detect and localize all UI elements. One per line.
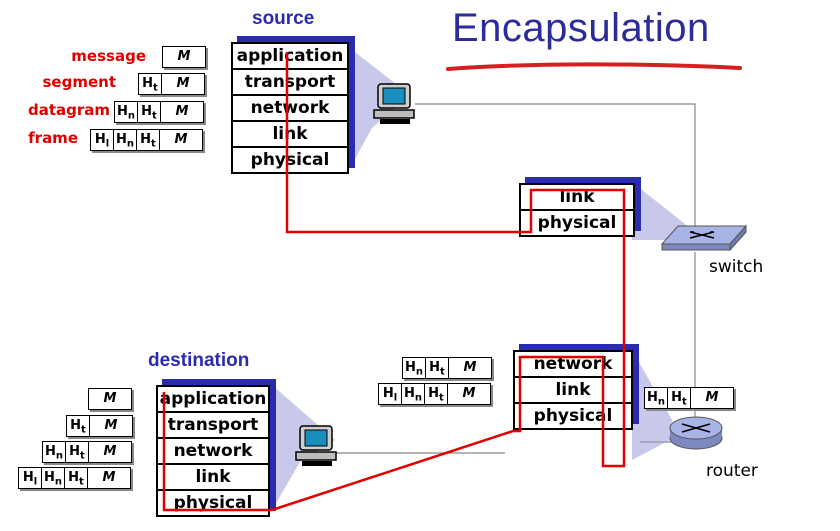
message-cell: M [104, 418, 118, 433]
switch-protocol-stack: link physical [519, 183, 635, 237]
source-layer-physical: physical [250, 150, 330, 170]
network-header-cell: Hn [645, 388, 668, 408]
network-header-cell: Hn [42, 468, 65, 488]
transport-header-cell: Ht [66, 442, 89, 462]
router-protocol-stack: network link physical [513, 350, 633, 430]
transport-header-cell: Ht [668, 388, 691, 408]
source-packet-datagram: Hn Ht M [114, 101, 204, 123]
transport-header-cell: Ht [425, 384, 448, 404]
destination-layer-link: link [158, 465, 268, 491]
source-layer-application: application [233, 44, 347, 70]
transport-header-cell: Ht [67, 416, 90, 436]
network-header-cell: Hn [115, 102, 138, 122]
destination-packet-segment: Ht M [66, 415, 133, 437]
router-label: router [706, 461, 758, 481]
transport-header-cell: Ht [137, 130, 160, 150]
link-header-cell: Hl [91, 130, 114, 150]
message-cell: M [463, 360, 477, 375]
message-cell: M [103, 391, 117, 406]
destination-layer-physical: physical [173, 493, 253, 513]
message-cell: M [174, 132, 188, 147]
transport-header-cell: Ht [65, 468, 88, 488]
segment-label: segment [42, 73, 117, 91]
destination-packet-message: M [88, 388, 132, 410]
message-cell: M [177, 49, 191, 64]
destination-layer-transport: transport [158, 413, 268, 439]
destination-packet-datagram: Hn Ht M [42, 441, 132, 463]
destination-packet-frame: Hl Hn Ht M [18, 467, 131, 489]
source-packet-frame: Hl Hn Ht M [90, 129, 203, 151]
source-computer-icon [373, 83, 415, 124]
router-packet-datagram: Hn Ht M [402, 357, 492, 379]
frame-label: frame [28, 129, 78, 147]
source-label: source [252, 8, 315, 29]
message-cell: M [462, 386, 476, 401]
router-packet-frame: Hl Hn Ht M [378, 383, 491, 405]
source-packet-segment: Ht M [138, 73, 205, 95]
switch-icon [660, 224, 748, 252]
destination-layer-application: application [158, 387, 268, 413]
router-layer-network: network [515, 352, 631, 378]
datagram-label: datagram [27, 101, 110, 119]
source-protocol-stack: application transport network link physi… [231, 42, 349, 174]
switch-label: switch [709, 257, 764, 277]
destination-protocol-stack: application transport network link physi… [156, 385, 270, 517]
source-packet-message: M [162, 46, 206, 68]
switch-layer-link: link [521, 185, 633, 211]
source-layer-link: link [233, 122, 347, 148]
diagram-title: Encapsulation [452, 6, 710, 50]
destination-label: destination [148, 350, 250, 371]
switch-layer-physical: physical [537, 213, 617, 233]
message-cell: M [176, 76, 190, 91]
transport-header-cell: Ht [139, 74, 162, 94]
router-output-datagram: Hn Ht M [644, 387, 734, 409]
network-header-cell: Hn [403, 358, 426, 378]
link-header-cell: Hl [19, 468, 42, 488]
source-layer-network: network [233, 96, 347, 122]
source-layer-transport: transport [233, 70, 347, 96]
message-cell: M [102, 470, 116, 485]
link-header-cell: Hl [379, 384, 402, 404]
message-cell: M [175, 104, 189, 119]
destination-layer-network: network [158, 439, 268, 465]
message-cell: M [103, 444, 117, 459]
router-icon [669, 416, 723, 450]
router-layer-link: link [515, 378, 631, 404]
message-cell: M [705, 390, 719, 405]
router-layer-physical: physical [533, 406, 613, 426]
network-header-cell: Hn [402, 384, 425, 404]
message-label: message [71, 47, 146, 65]
transport-header-cell: Ht [426, 358, 449, 378]
destination-computer-icon [295, 425, 337, 466]
transport-header-cell: Ht [138, 102, 161, 122]
network-header-cell: Hn [114, 130, 137, 150]
network-header-cell: Hn [43, 442, 66, 462]
